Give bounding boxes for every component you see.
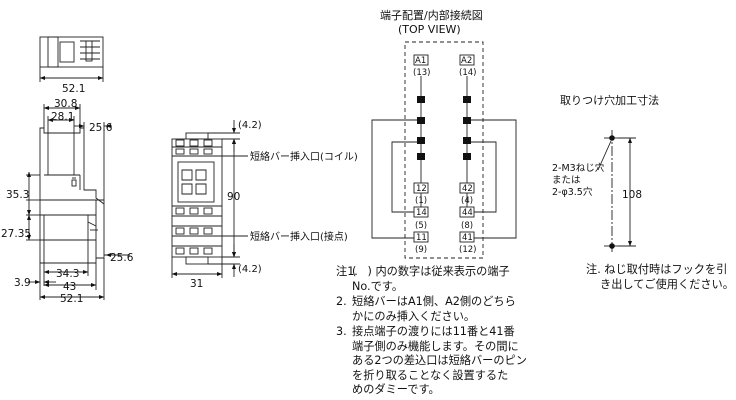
callout-coil-slot: 短絡バー挿入口(コイル) — [250, 150, 358, 163]
terminal-right-0: A2 — [461, 56, 472, 66]
note-mounting: 注. ねじ取付時はフックを引 き出してご使用ください。 — [586, 263, 734, 292]
note-3-line-3: ある2つの差込口は短絡バーのピン — [352, 354, 527, 367]
dim-3-9: 3.9 — [14, 277, 31, 289]
dim-30-8: 30.8 — [54, 98, 77, 110]
note-1: 注1.( ) 内の数字は従来表示の端子 No.です。 — [336, 265, 510, 294]
note-1-line-1: ( ) 内の数字は従来表示の端子 — [352, 265, 510, 278]
note-mounting-line-2: き出してご使用ください。 — [600, 277, 734, 291]
mounting-diagram — [597, 130, 636, 254]
dim-28-1: 28.1 — [51, 111, 74, 123]
terminal-right-2: 44 — [462, 208, 473, 218]
dim-front-4-2-top: (4.2) — [238, 120, 262, 131]
note-3-line-1: 接点端子の渡りには11番と41番 — [352, 325, 515, 338]
note-3-number: 3. — [336, 325, 347, 338]
mounting-hole-line1: 2-M3ねじ穴 — [552, 162, 605, 174]
terminal-left-2: 14 — [416, 208, 427, 218]
mounting-pitch: 108 — [622, 189, 642, 201]
terminal-left-0-old: (13) — [413, 68, 430, 78]
terminal-left-3: 11 — [416, 233, 427, 243]
terminal-right-1: 42 — [462, 184, 473, 194]
terminal-right-2-old: (8) — [461, 221, 473, 231]
note-3-line-5: めのダミーです。 — [352, 383, 440, 396]
terminal-right-0-old: (14) — [459, 68, 476, 78]
dim-25-6-top: 25.6 — [89, 122, 113, 134]
dim-front-90: 90 — [227, 191, 240, 203]
note-1-line-2: No.です。 — [352, 279, 404, 293]
mounting-hole-top — [609, 135, 615, 141]
front-view — [171, 120, 248, 278]
mounting-hole-line3: 2-φ3.5穴 — [552, 186, 593, 198]
mounting-hole-line2: または — [552, 175, 581, 186]
terminal-pins — [417, 96, 471, 160]
dim-front-4-2-bottom: (4.2) — [238, 264, 262, 275]
dim-top-width: 52.1 — [62, 83, 85, 95]
note-2-line-2: かにのみ挿入ください。 — [352, 309, 476, 323]
note-2-line-1: 短絡バーはA1側、A2側のどちら — [352, 295, 516, 308]
terminal-left-3-old: (9) — [415, 245, 427, 255]
mounting-hole-bottom — [609, 243, 615, 249]
top-view — [39, 36, 104, 82]
dim-front-31: 31 — [190, 278, 203, 290]
terminal-subtitle: (TOP VIEW) — [398, 23, 461, 36]
note-1-number: 注1. — [336, 265, 358, 278]
terminal-right-3: 41 — [462, 233, 473, 243]
note-mounting-line-1: 注. ねじ取付時はフックを引 — [586, 263, 728, 276]
mounting-title: 取りつけ穴加工寸法 — [560, 93, 659, 107]
dim-52-1: 52.1 — [60, 293, 83, 305]
note-2: 2. 短絡バーはA1側、A2側のどちら かにのみ挿入ください。 — [336, 295, 516, 324]
terminal-right-3-old: (12) — [459, 245, 476, 255]
terminal-right-1-old: (4) — [461, 196, 473, 206]
terminal-left-1-old: (1) — [415, 196, 427, 206]
terminal-title: 端子配置/内部接続図 — [380, 8, 483, 22]
dim-25-6-bottom: 25.6 — [110, 252, 134, 264]
dim-27-35: 27.35 — [1, 228, 31, 240]
note-3: 3. 接点端子の渡りには11番と41番 端子側のみ機能します。その間に ある2つの… — [336, 325, 527, 398]
terminal-left-2-old: (5) — [415, 221, 427, 231]
dim-35-3: 35.3 — [6, 189, 29, 201]
note-3-line-2: 端子側のみ機能します。その間に — [352, 339, 519, 353]
terminal-left-1: 12 — [416, 184, 427, 194]
side-view — [26, 104, 130, 300]
terminal-left-0: A1 — [415, 56, 426, 66]
dim-34-3: 34.3 — [56, 268, 79, 280]
note-3-line-4: を折り取ることなく設置するた — [352, 368, 509, 382]
dim-43: 43 — [63, 281, 76, 293]
callout-contact-slot: 短絡バー挿入口(接点) — [250, 230, 348, 243]
note-2-number: 2. — [336, 295, 347, 308]
terminal-diagram — [371, 41, 517, 259]
